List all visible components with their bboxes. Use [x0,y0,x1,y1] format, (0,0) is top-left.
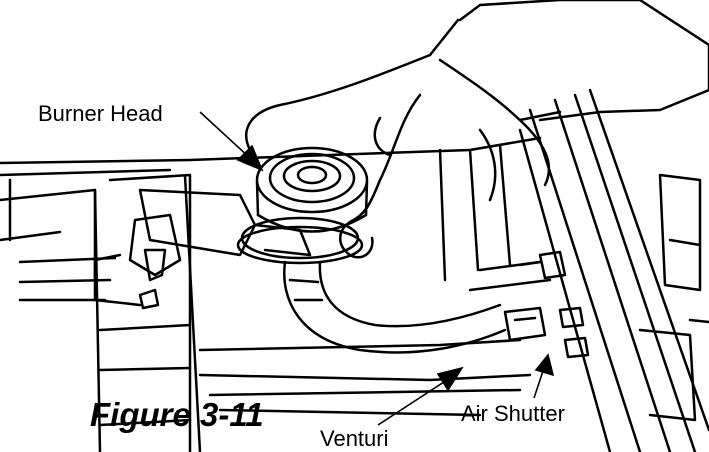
right-panel [638,173,709,422]
leader-lines [199,111,555,426]
air-shutter-label: Air Shutter [461,401,565,426]
venturi-label: Venturi [320,426,389,451]
burner-head-label: Burner Head [38,101,163,126]
side-rail [518,88,709,452]
burner-head-leader [199,111,251,159]
burner-head-arrow [236,144,264,172]
air-shutter-drawing [468,250,590,359]
air-shutter-arrow [534,353,555,377]
air-shutter-leader [533,367,545,399]
mounting-bracket [18,188,312,310]
figure-caption: Figure 3-11 [90,396,264,433]
hand-drawing [245,0,709,259]
cooktop-frame [0,136,542,452]
venturi-leader [377,377,451,426]
venturi-arrow [436,366,464,392]
burner-head-drawing [236,146,369,265]
venturi-tube-drawing [283,260,507,354]
